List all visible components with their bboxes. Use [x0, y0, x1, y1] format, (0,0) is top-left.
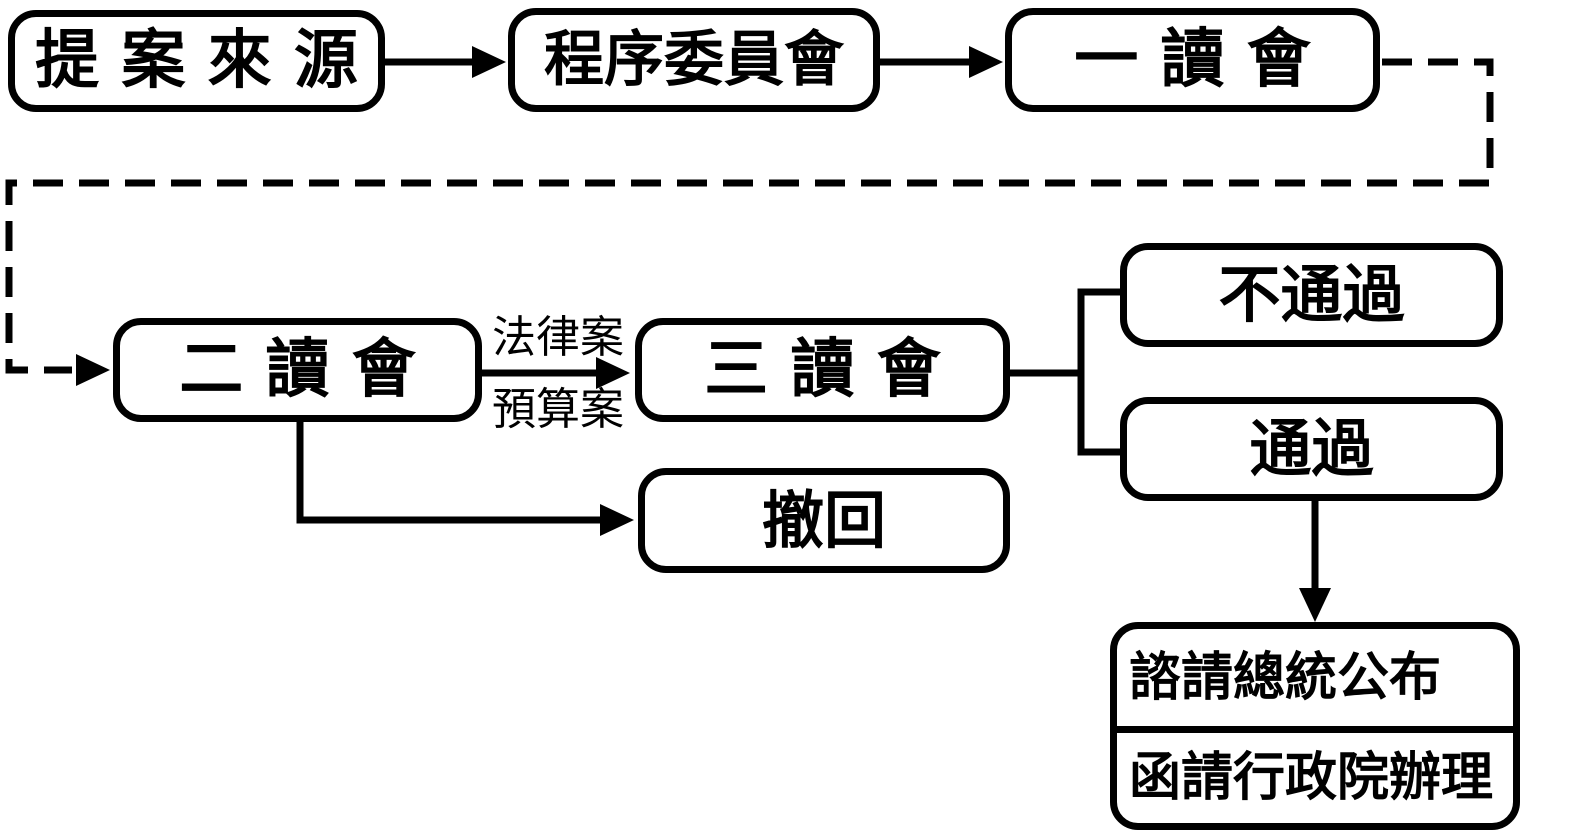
node-third-reading: 三 讀 會: [635, 318, 1010, 422]
arrow-second-reading-to-withdraw: [296, 422, 634, 536]
dashed-arrow-first-to-second-reading: [5, 58, 1494, 386]
node-second-reading: 二 讀 會: [113, 318, 482, 422]
final-action-row-executive-yuan: 函請行政院辦理: [1117, 726, 1513, 823]
branch-third-reading-results: [1010, 288, 1120, 456]
node-passed: 通過: [1120, 397, 1503, 501]
node-withdraw: 撤回: [638, 468, 1010, 573]
arrow-second-to-third-reading: [482, 357, 630, 389]
node-final-action: 諮請總統公布 函請行政院辦理: [1110, 622, 1520, 830]
node-first-reading: 一 讀 會: [1005, 8, 1380, 112]
edge-label-law-bill: 法律案: [492, 312, 624, 363]
final-action-row-promulgate: 諮請總統公布: [1129, 647, 1442, 708]
edge-label-budget-bill: 預算案: [492, 384, 624, 435]
arrow-committee-to-first-reading: [880, 46, 1003, 78]
node-proposal-source: 提 案 來 源: [8, 10, 385, 112]
arrow-source-to-committee: [385, 46, 506, 78]
node-not-passed: 不通過: [1120, 243, 1503, 347]
arrow-passed-to-final-action: [1299, 501, 1331, 622]
node-procedure-committee: 程序委員會: [508, 8, 880, 112]
